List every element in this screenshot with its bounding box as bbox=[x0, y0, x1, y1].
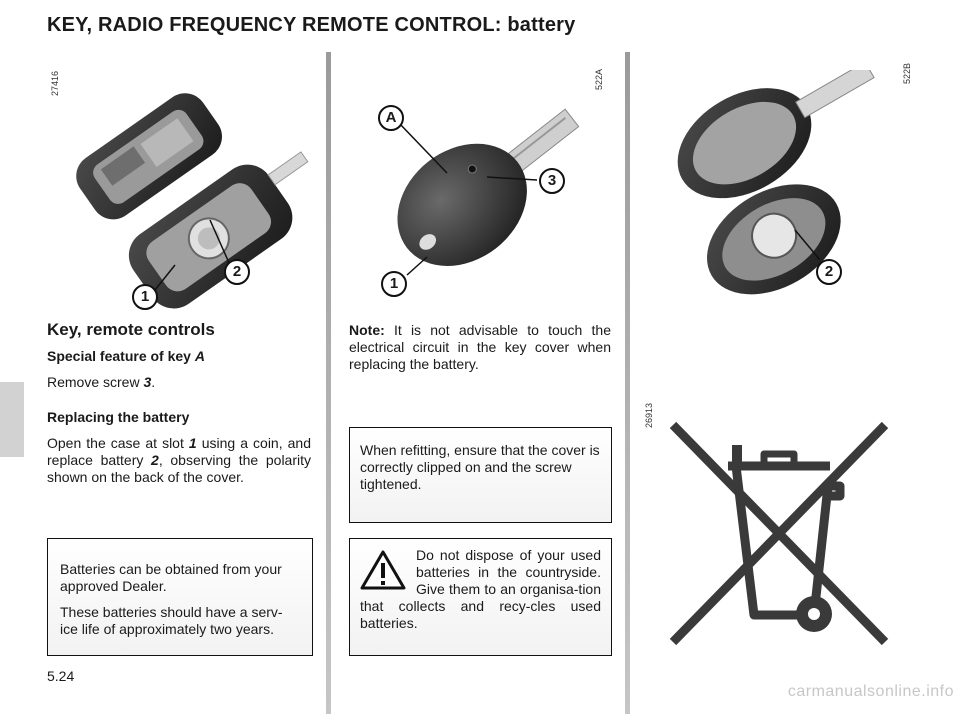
figure-flip-key-open bbox=[76, 93, 309, 309]
replacing-part1: Open the case at slot bbox=[47, 435, 189, 451]
battery-number: 2 bbox=[151, 452, 159, 468]
figure-code: 522A bbox=[594, 68, 604, 90]
page-number: 5.24 bbox=[47, 668, 75, 684]
callout-1b: 1 bbox=[381, 271, 407, 297]
dealer-text: Batteries can be obtained from your appr… bbox=[60, 561, 282, 594]
figure-code: 27416 bbox=[50, 70, 60, 96]
warning-box: Do not dispose of your used batteries in… bbox=[349, 538, 612, 656]
callout-2: 2 bbox=[224, 259, 250, 285]
replacing-part3: , observing the polarity shown on the ba… bbox=[47, 452, 312, 485]
figure-code: 26913 bbox=[644, 402, 654, 428]
remove-end: . bbox=[151, 374, 156, 390]
replacing-part2: using a coin, and replace battery bbox=[47, 435, 311, 468]
screw-number: 3 bbox=[143, 374, 152, 390]
refit-text: When refitting, ensure that the cover is… bbox=[360, 442, 600, 492]
service-life-text: These batteries should have a serv-ice l… bbox=[60, 604, 283, 637]
callout-A: A bbox=[378, 105, 404, 131]
remove-label: Remove screw bbox=[47, 374, 144, 390]
callout-1: 1 bbox=[132, 284, 158, 310]
replacing-text: Open the case at slot 1 using a coin, an… bbox=[47, 435, 311, 486]
watermark: carmanualsonline.info bbox=[787, 683, 954, 700]
callout-3: 3 bbox=[539, 168, 565, 194]
note-body: It is not advisable to touch the electri… bbox=[349, 322, 611, 372]
crossed-bin-icon bbox=[669, 421, 889, 646]
figure-key-closed bbox=[397, 108, 580, 276]
figure-key-battery bbox=[677, 70, 875, 295]
note-block: Note: It is not advisable to touch the e… bbox=[349, 322, 611, 373]
note-label: Note: bbox=[349, 322, 385, 338]
dealer-info-box: Batteries can be obtained from your appr… bbox=[47, 538, 313, 656]
warning-triangle-icon bbox=[360, 550, 406, 590]
special-feature-block: Special feature of key A Remove screw 3.… bbox=[47, 348, 311, 486]
refit-info-box: When refitting, ensure that the cover is… bbox=[349, 427, 612, 523]
chapter-tab bbox=[0, 382, 24, 457]
special-feature-label: Special feature of key bbox=[47, 348, 195, 364]
special-feature-title: Special feature of key A bbox=[47, 348, 311, 365]
column-divider-right bbox=[625, 52, 630, 714]
slot-number: 1 bbox=[188, 435, 197, 451]
replacing-title: Replacing the battery bbox=[47, 409, 190, 425]
warning-text: Do not dispose of your used batteries in… bbox=[360, 547, 601, 631]
section-heading: Key, remote controls bbox=[47, 320, 215, 339]
note-text: Note: It is not advisable to touch the e… bbox=[349, 322, 611, 373]
callout-2b: 2 bbox=[816, 259, 842, 285]
remove-screw-text: Remove screw 3. bbox=[47, 374, 311, 391]
page-title: KEY, RADIO FREQUENCY REMOTE CONTROL: bat… bbox=[47, 14, 576, 36]
key-letter: A bbox=[194, 348, 205, 364]
column-divider-left bbox=[326, 52, 331, 714]
figure-code: 522B bbox=[902, 62, 912, 84]
